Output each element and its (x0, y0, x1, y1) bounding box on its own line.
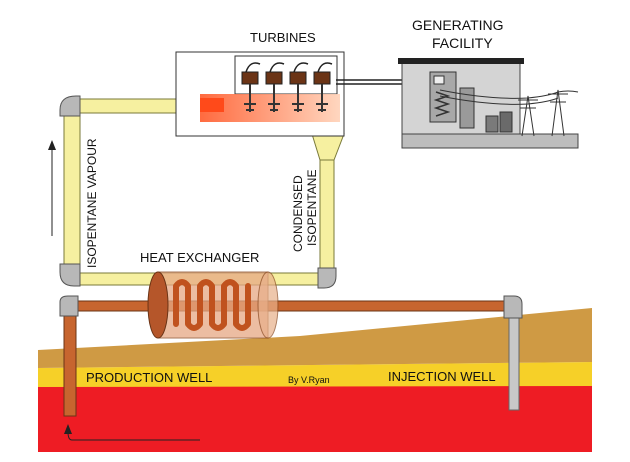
hot-rock-layer (38, 385, 592, 452)
condensed-label-line2: ISOPENTANE (305, 170, 319, 246)
turbine-units (241, 62, 333, 112)
generating-facility-label-line2: FACILITY (432, 35, 493, 51)
vapour-flow-arrow (48, 140, 56, 236)
injection-well-label: INJECTION WELL (388, 369, 496, 384)
turbine-unit (313, 62, 333, 112)
heat-exchanger (147, 271, 279, 339)
flow-arrow-bottom (64, 424, 200, 441)
hot-fluid-pipe (59, 295, 523, 319)
credit-label: By V.Ryan (288, 375, 330, 385)
generating-facility (398, 58, 579, 149)
turbines-label: TURBINES (250, 30, 316, 45)
production-well-label: PRODUCTION WELL (86, 370, 212, 385)
generating-facility-label-line1: GENERATING (412, 17, 504, 33)
soil-layer (38, 308, 592, 368)
turbine-housing (175, 51, 345, 137)
turbine-unit (289, 62, 309, 112)
injection-well (508, 315, 520, 411)
turbine-unit (265, 62, 285, 112)
production-well (63, 315, 77, 417)
heat-exchanger-label: HEAT EXCHANGER (140, 250, 259, 265)
turbine-unit (241, 62, 261, 112)
isopentane-vapour-label: ISOPENTANE VAPOUR (85, 138, 99, 268)
sand-layer (38, 362, 592, 387)
ground (38, 308, 592, 452)
condensed-label-line1: CONDENSED (291, 175, 305, 252)
